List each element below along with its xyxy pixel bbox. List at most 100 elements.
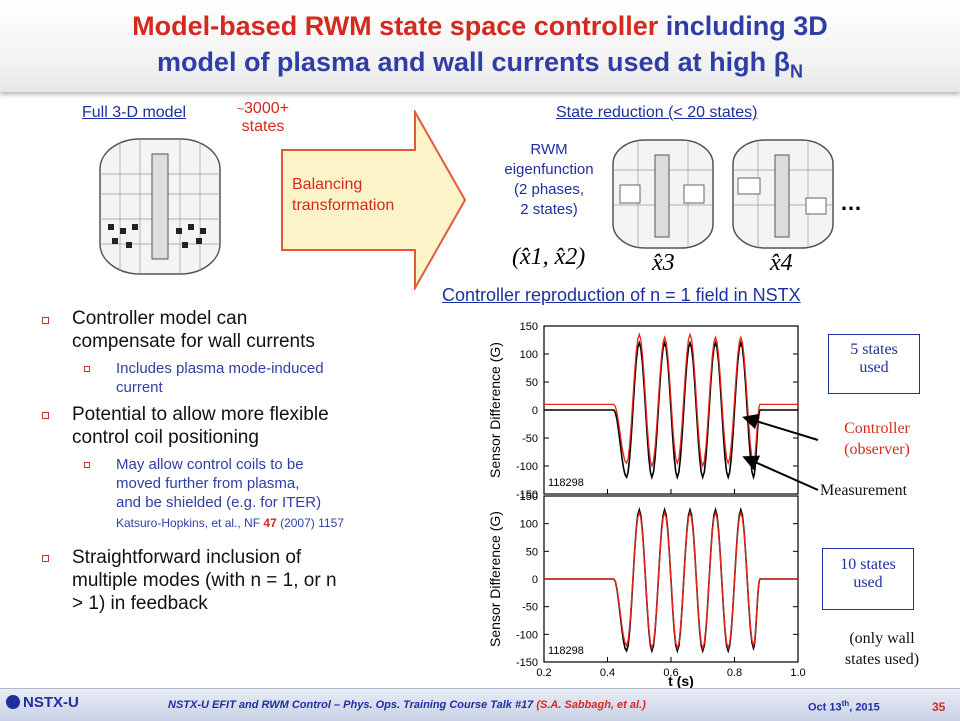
full-3d-torus-image	[99, 138, 221, 275]
controller-arrow	[742, 413, 819, 441]
y-tick-label: -100	[516, 461, 538, 473]
nstx-logo-icon	[6, 695, 20, 709]
x-tick-label: 0.6	[663, 667, 678, 679]
y-axis-label: Sensor Difference (G)	[487, 342, 503, 478]
x-tick-label: 0.4	[600, 667, 615, 679]
tilde: ~	[237, 102, 245, 116]
x-tick-label: 0.8	[727, 667, 742, 679]
y-tick-label: 100	[520, 519, 538, 531]
y-tick-label: 0	[532, 574, 538, 586]
citation-post: (2007) 1157	[276, 516, 344, 530]
y-axis-label: Sensor Difference (G)	[487, 511, 503, 647]
controller-line-1: Controller	[844, 420, 910, 437]
bullet-2-line-1: Potential to allow more flexible	[72, 404, 329, 425]
footer-date-pre: Oct 13	[808, 701, 842, 714]
shot-number-label: 118298	[548, 645, 584, 657]
series-line-controller-observer-	[544, 510, 798, 651]
footer-authors: (S.A. Sabbagh, et al.)	[533, 699, 646, 711]
y-tick-label: -100	[516, 629, 538, 641]
citation-pre: Katsuro-Hopkins, et al., NF	[116, 516, 264, 530]
citation-volume: 47	[263, 516, 277, 530]
bullet-2-sub-line-2: moved further from plasma,	[116, 475, 300, 492]
y-tick-label: 50	[526, 377, 538, 389]
citation: Katsuro-Hopkins, et al., NF 47 (2007) 11…	[116, 516, 442, 530]
footer-text: NSTX-U EFIT and RWM Control – Phys. Ops.…	[168, 699, 646, 711]
y-tick-label: 100	[520, 349, 538, 361]
reduced-torus-image-2	[732, 139, 834, 249]
bullet-marker	[42, 555, 49, 562]
y-tick-label: -150	[516, 489, 538, 501]
five-states-box: 5 states used	[828, 334, 920, 394]
beta-symbol: β	[773, 47, 791, 77]
title-bar	[0, 0, 960, 92]
y-tick-label: -50	[522, 433, 538, 445]
only-wall-line-2: states used)	[844, 651, 920, 668]
box1-line-2: used	[859, 359, 889, 376]
bullet-2-sub-line-3: and be shielded (e.g. for ITER)	[116, 494, 322, 511]
bullet-3-line-2: multiple modes (with n = 1, or n	[72, 570, 337, 591]
x-tick-label: 0.2	[536, 667, 551, 679]
series-line-controller-observer-	[544, 332, 798, 469]
sub-bullet-marker	[84, 462, 90, 468]
sub-bullet-marker	[84, 366, 90, 372]
rwm-line-2: eigenfunction	[504, 161, 594, 178]
balancing-transformation-arrow	[281, 110, 467, 290]
bullet-1-line-1: Controller model can	[72, 308, 248, 329]
x-axis-label: t (s)	[668, 673, 694, 688]
footer-date: Oct 13th, 2015	[808, 699, 880, 714]
bullet-1-sub-line-2: current	[116, 379, 163, 396]
state-x4: x̂4	[770, 250, 793, 276]
rwm-line-1: RWM	[530, 141, 568, 158]
footer-bar	[0, 688, 960, 721]
footer-logo: NSTX-U	[6, 694, 79, 711]
annotation-arrows	[742, 413, 819, 491]
footer-course-text: NSTX-U EFIT and RWM Control – Phys. Ops.…	[168, 699, 534, 711]
footer-logo-text: NSTX-U	[23, 694, 79, 711]
bullet-2-line-2: control coil positioning	[72, 427, 259, 448]
reduced-torus-image-1	[612, 139, 714, 249]
bullet-marker	[42, 412, 49, 419]
box1-line-1: 5 states	[850, 341, 898, 358]
rwm-line-3: (2 phases,	[513, 181, 585, 198]
title-part3: model of plasma and wall currents used a…	[156, 47, 774, 77]
controller-label: Controller (observer)	[818, 418, 936, 460]
rwm-line-4: 2 states)	[520, 201, 578, 218]
box2-line-1: 10 states	[840, 556, 896, 573]
y-tick-label: 150	[520, 491, 538, 503]
ten-states-box: 10 states used	[822, 548, 914, 610]
arrow-text-2: transformation	[292, 197, 395, 214]
states-count: 3000+	[244, 100, 289, 117]
bullet-3-line-3: > 1) in feedback	[72, 593, 208, 614]
bullet-3-line-1: Straightforward inclusion of	[72, 547, 302, 568]
title-part1: Model-based RWM state space controller	[132, 11, 659, 41]
bullet-2-sub-line-1: May allow control coils to be	[116, 456, 304, 473]
slide-title: Model-based RWM state space controller i…	[0, 8, 960, 89]
arrow-text-1: Balancing	[292, 176, 363, 193]
state-x1-x2: (x̂1, x̂2)	[512, 244, 586, 270]
y-tick-label: 150	[520, 321, 538, 333]
measurement-arrow	[742, 455, 819, 491]
bullet-1-sub-line-1: Includes plasma mode-induced	[116, 360, 324, 377]
page-number: 35	[932, 700, 946, 714]
y-tick-label: -50	[522, 602, 538, 614]
full-model-label: Full 3-D model	[82, 104, 187, 121]
state-x3: x̂3	[652, 250, 675, 276]
bullet-1-line-2: compensate for wall currents	[72, 331, 315, 352]
shot-number-label: 118298	[548, 477, 584, 489]
title-part2: including 3D	[658, 11, 828, 41]
controller-line-2: (observer)	[844, 441, 910, 458]
x-tick-label: 1.0	[790, 667, 805, 679]
y-tick-label: 50	[526, 546, 538, 558]
footer-date-sup: th	[841, 699, 850, 708]
plot-title: Controller reproduction of n = 1 field i…	[442, 285, 801, 305]
state-reduction-label: State reduction (< 20 states)	[556, 104, 758, 121]
bullet-list: Controller model can compensate for wall…	[42, 307, 442, 615]
box2-line-2: used	[853, 574, 883, 591]
beta-subscript: N	[790, 61, 804, 82]
only-wall-note: (only wall states used)	[824, 628, 940, 670]
only-wall-line-1: (only wall	[849, 630, 915, 647]
footer-date-post: , 2015	[849, 701, 880, 714]
states-word: states	[241, 118, 285, 135]
series-line-measurement	[544, 340, 798, 480]
